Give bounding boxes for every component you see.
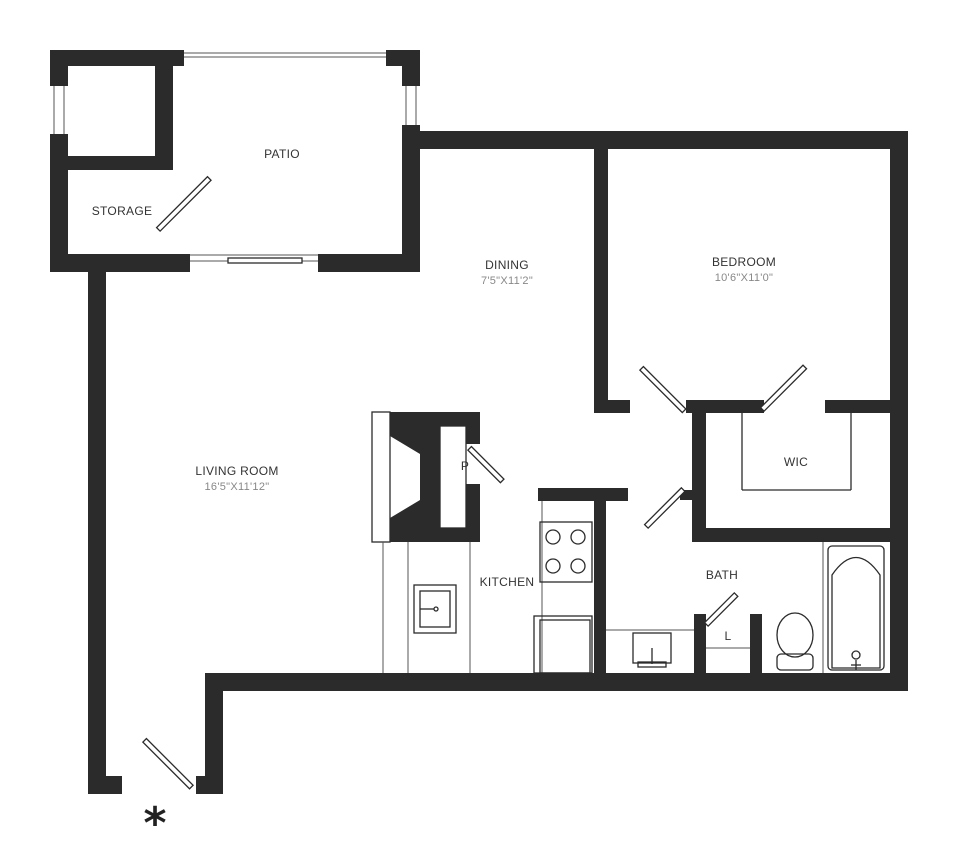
kitchen-stove [539,521,593,583]
label-patio: PATIO [264,147,300,161]
bath-vanity [606,629,694,668]
door-bedroom-left [638,365,687,414]
label-dining: DINING [485,258,529,272]
label-wic: WIC [784,455,808,469]
wall-east [890,131,908,691]
door-storage [155,175,212,233]
wall-bedroom-west [594,149,608,413]
toilet [776,612,814,671]
wall-bedroom-south-right [825,400,890,413]
wall-linen-left [694,614,706,691]
wall-bedroom-south-left [594,400,630,413]
wall-storage-top [50,50,184,66]
wall-pantry-bottom [390,528,480,542]
label-bath: BATH [706,568,738,582]
room-labels: PATIO STORAGE DINING 7'5"X11'2" BEDROOM … [92,147,808,643]
label-linen: L [725,629,732,643]
door-entry [141,737,195,790]
label-bedroom: BEDROOM [712,255,776,269]
wall-north [420,131,908,149]
walls [50,50,908,794]
wall-entry-right [205,673,223,794]
window-patio-right [405,86,417,125]
kitchen-counter-left [382,542,471,673]
door-bath [643,486,686,530]
wall-wic-west-upper [692,400,706,490]
window-patio-top [184,52,386,58]
wall-kitchen-counter-top [538,488,628,501]
label-living-room: LIVING ROOM [195,464,278,478]
wall-storage-inner-vertical [155,66,173,170]
wall-patio-right-lower [402,125,420,272]
wall-south [205,673,908,691]
wall-pantry-inner [428,426,440,528]
label-pantry: P [461,459,469,473]
wall-west [88,272,106,794]
label-storage: STORAGE [92,204,153,218]
fixtures [371,411,885,674]
wall-pantry-right-lower [466,484,480,529]
wall-storage-left-lower [50,134,68,272]
door-linen [703,591,739,628]
window-storage-left [53,86,65,134]
door-wic [759,364,808,413]
bathtub [822,542,885,673]
kitchen-sink [413,584,457,634]
wall-storage-inner-horizontal [68,156,173,170]
windows [53,52,417,134]
wall-entry-left-stub [88,776,122,794]
entry-marker: * [143,798,166,844]
doors [141,175,808,790]
pantry-shelf [439,425,467,529]
wic-shelf [741,413,852,491]
wall-wic-west-stub [680,490,706,500]
wall-storage-bottom [50,254,190,272]
wall-linen-right [750,614,762,691]
wall-pantry-top [390,412,480,426]
door-pantry [466,445,505,484]
wall-pantry-right-upper [466,412,480,444]
label-kitchen: KITCHEN [480,575,535,589]
wall-entry-right-stub [196,776,223,794]
dims-dining: 7'5"X11'2" [481,275,533,287]
kitchen-refrigerator [533,615,593,674]
fireplace-front [371,411,391,543]
fireplace-hearth [390,426,428,528]
wall-patio-right-upper [402,50,420,86]
dims-living-room: 16'5"X11'12" [205,481,270,493]
dims-bedroom: 10'6"X11'0" [715,272,774,284]
wall-patio-bottom-right [318,254,420,272]
wall-bath-west [594,488,606,691]
wall-wic-south [692,528,890,542]
wall-storage-left-upper [50,50,68,86]
sliding-door-patio [190,254,318,264]
